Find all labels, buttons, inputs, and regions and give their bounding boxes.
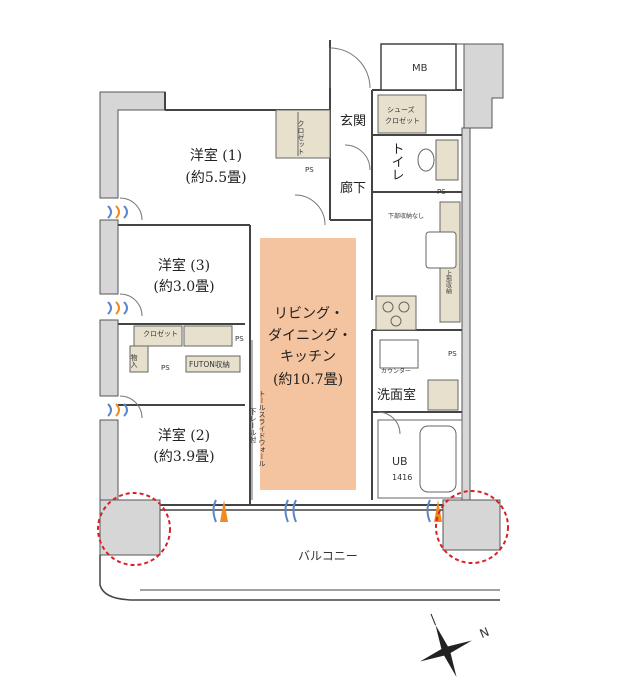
right-wall [461,127,471,501]
corner-pillar-left [99,499,161,556]
doors [119,47,401,435]
airflow-icon-4 [212,499,228,523]
wash-storage [427,379,459,411]
mb-box: MB [380,43,457,91]
compass-icon [420,613,472,677]
western1-name: 洋室 (1) [190,147,242,164]
ps-label-5: PS [448,350,457,358]
ldk-area [260,238,356,490]
entrance-label: 玄関 [340,114,366,129]
ps-label-2: PS [161,364,170,372]
highlight-circle-right [435,490,509,564]
left-pillar-3 [99,419,119,501]
sliding-wall-label: トールスライドウォール 下レール付 [249,340,266,500]
closet-western-1: クロゼット PS [275,109,331,174]
room-western-1: 洋室 (1) (約5.5畳) [185,147,246,186]
ps-label-3: PS [235,335,244,343]
airflow-icon-3 [107,403,128,417]
storage-label: 物入 [130,353,138,368]
sliding-wall-text2: 下レール付 [249,408,257,444]
airflow-icon-6 [426,499,442,523]
bath-label: UB [392,455,408,468]
western1-size: (約5.5畳) [185,170,246,186]
western3-name: 洋室 (3) [158,257,210,274]
airflow-icon-5 [284,499,297,523]
ps-label-4: PS [437,188,446,196]
ldk-label: リビング・ ダイニング・ キッチン (約10.7畳) [268,306,352,388]
ldk-size: (約10.7畳) [273,372,343,388]
left-pillar-2 [99,319,119,397]
highlight-circle-left [97,492,171,566]
closet1-label: クロゼット [297,120,305,155]
corridor-label: 廊下 [340,180,366,196]
shoe-closet-line2: クロゼット [385,116,420,125]
ldk-line2: ダイニング・ [268,328,352,344]
ps-label-1: PS [305,166,314,174]
kitchen: PS 下部収納なし 上部収納 PS カウンター [375,188,461,375]
western2-name: 洋室 (2) [158,427,210,444]
under-storage-label: 下部収納なし [388,212,424,220]
sliding-wall-text: トールスライドウォール [258,390,266,467]
washroom-label: 洗面室 [377,387,416,403]
compass-north: N [478,625,492,641]
exterior-walls [99,43,504,556]
left-wall [99,91,166,199]
balcony: バルコニー [99,509,500,601]
mb-label: MB [412,63,428,74]
toilet-fixture [417,139,459,181]
airflow-markers [107,205,442,523]
toilet-label: トイレ [389,142,404,181]
corner-pillar-right [442,499,501,551]
top-right-pillar [446,43,504,129]
bathroom: UB 1416 [377,419,463,499]
ldk-line3: キッチン [280,349,336,365]
airflow-icon-1 [107,205,128,219]
shoe-closet: シューズ クロゼット [377,94,427,134]
shoe-closet-line1: シューズ [387,105,415,114]
left-pillar-1 [99,219,119,295]
western2-size: (約3.9畳) [153,449,214,465]
balcony-label: バルコニー [298,549,358,563]
closet3-label: クロゼット [143,329,178,338]
airflow-icon-2 [107,301,128,315]
upper-storage-label: 上部収納 [445,269,452,295]
closet-western-3: クロゼット 物入 PS FUTON収納 PS [129,325,244,373]
western3-size: (約3.0畳) [153,279,214,295]
bath-size: 1416 [392,473,412,482]
room-western-2: 洋室 (2) (約3.9畳) [153,427,214,465]
room-western-3: 洋室 (3) (約3.0畳) [153,257,214,295]
counter-label: カウンター [381,367,411,375]
futon-label: FUTON収納 [189,359,230,369]
ldk-line1: リビング・ [274,306,344,322]
